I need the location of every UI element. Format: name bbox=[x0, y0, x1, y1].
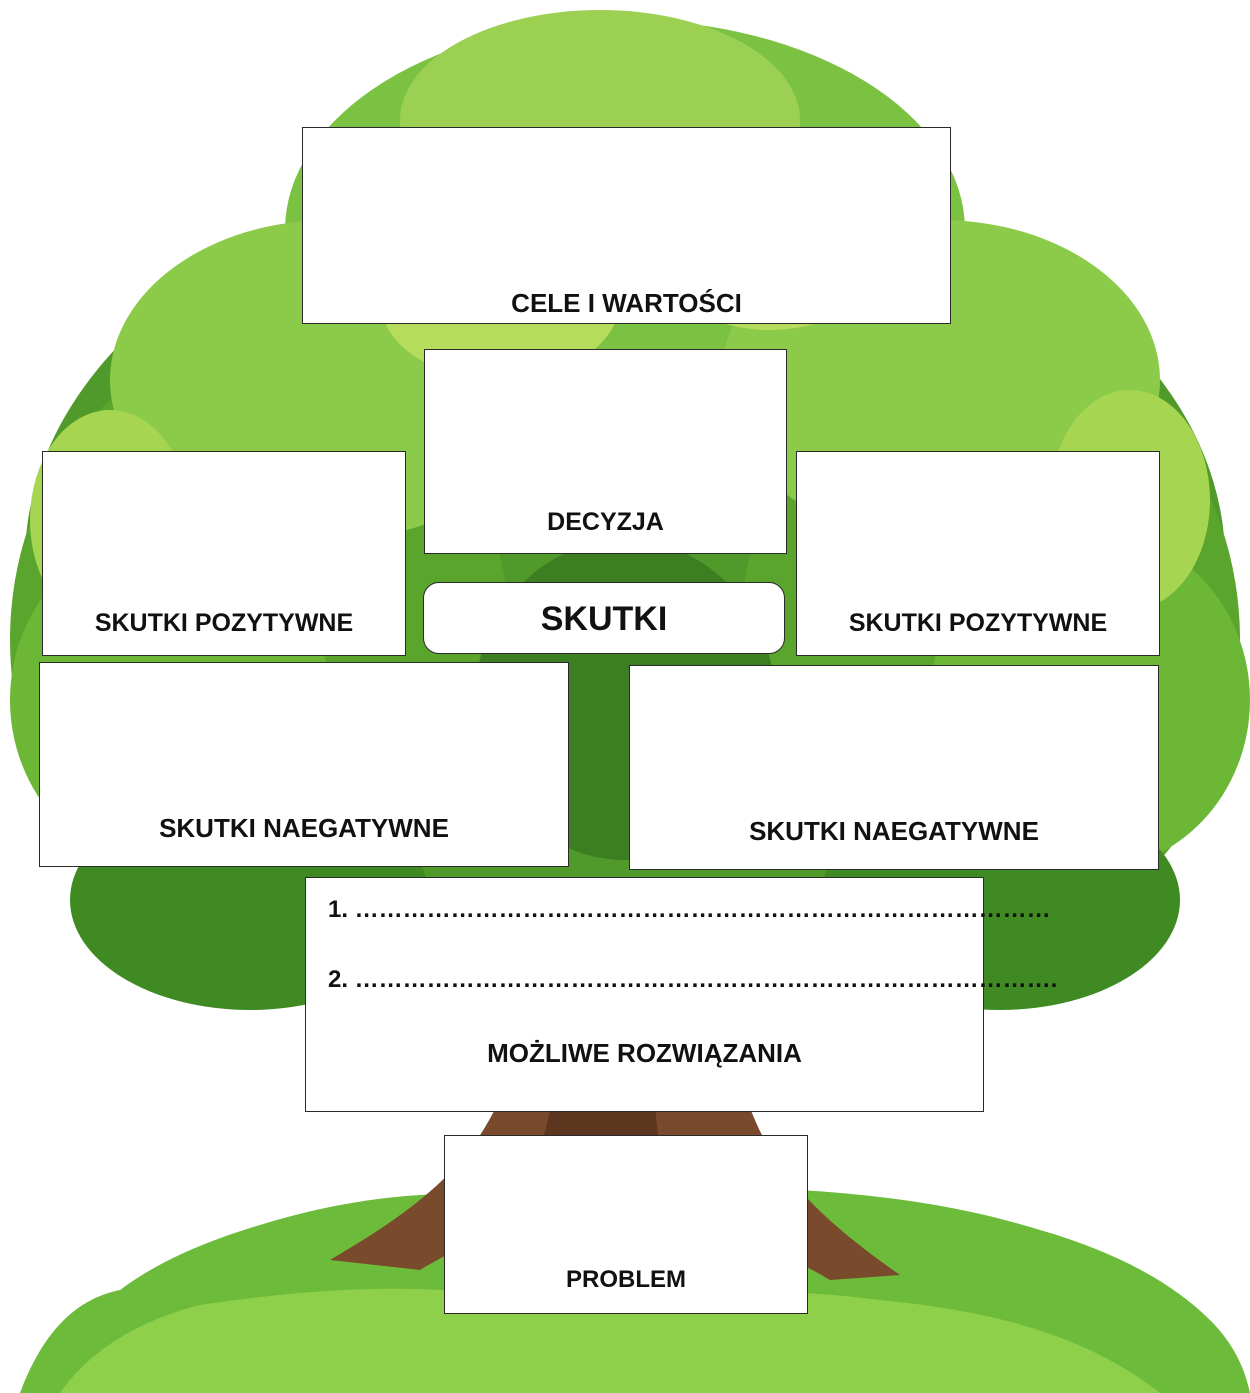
negative-effects-right-label: SKUTKI NAEGATYWNE bbox=[749, 816, 1039, 846]
effects-heading-label: SKUTKI bbox=[540, 600, 668, 638]
goals-values-label: CELE I WARTOŚCI bbox=[511, 288, 742, 318]
negative-effects-right-box: SKUTKI NAEGATYWNE bbox=[629, 665, 1159, 870]
positive-effects-left-label: SKUTKI POZYTYWNE bbox=[94, 609, 354, 637]
solution-line-1: 1. …………………………………………………………………………… bbox=[328, 896, 1051, 923]
decision-label: DECYZJA bbox=[547, 508, 664, 536]
problem-box: PROBLEM bbox=[444, 1135, 808, 1314]
decision-box: DECYZJA bbox=[424, 349, 787, 554]
effects-heading-box: SKUTKI bbox=[423, 582, 785, 654]
negative-effects-left-label: SKUTKI NAEGATYWNE bbox=[159, 813, 449, 843]
negative-effects-left-box: SKUTKI NAEGATYWNE bbox=[39, 662, 569, 867]
positive-effects-right-box: SKUTKI POZYTYWNE bbox=[796, 451, 1160, 656]
goals-values-box: CELE I WARTOŚCI bbox=[302, 127, 951, 324]
positive-effects-left-box: SKUTKI POZYTYWNE bbox=[42, 451, 406, 656]
solution-line-2: 2. ……………………………………………………………………………. bbox=[328, 966, 1058, 993]
problem-label: PROBLEM bbox=[566, 1266, 686, 1293]
grass-highlight bbox=[60, 1288, 1160, 1393]
possible-solutions-label: MOŻLIWE ROZWIĄZANIA bbox=[487, 1038, 802, 1068]
possible-solutions-box: 1. …………………………………………………………………………… 2. …………… bbox=[305, 877, 1057, 1112]
positive-effects-right-label: SKUTKI POZYTYWNE bbox=[848, 609, 1108, 637]
